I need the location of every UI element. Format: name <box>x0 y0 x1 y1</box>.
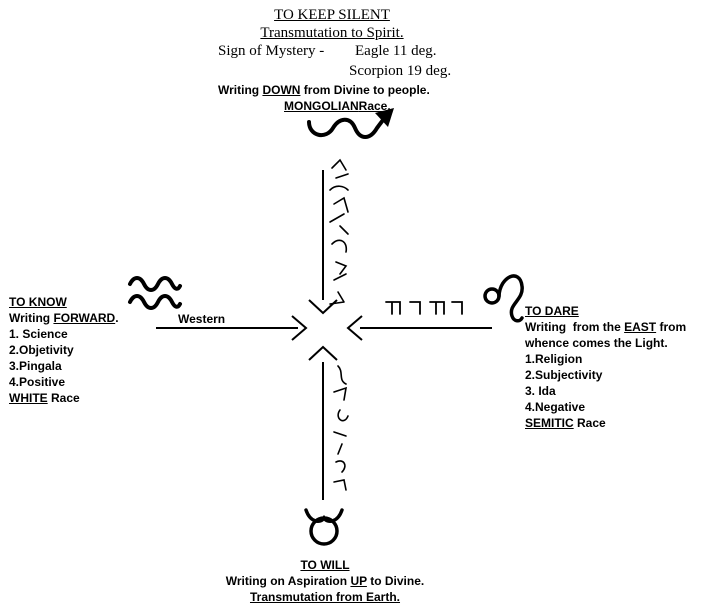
east-title: TO DARE <box>525 304 579 318</box>
north-race-post: Race. <box>358 99 391 113</box>
east-item-4: 4.Negative <box>525 400 586 414</box>
east-writing-post: from <box>656 320 687 334</box>
scorpio-serpent-icon <box>307 108 394 139</box>
west-writing-pre: Writing <box>9 311 54 325</box>
north-writing-pre: Writing <box>218 83 263 97</box>
west-race-post: Race <box>47 391 80 405</box>
east-writing-line2: whence comes the Light. <box>525 336 668 350</box>
leo-icon <box>483 274 524 323</box>
north-sign-label: Sign of Mystery - <box>218 43 325 59</box>
west-item-1: 1. Science <box>9 327 68 341</box>
arrow-down-from-north <box>308 170 338 315</box>
west-writing: Writing FORWARD. <box>9 310 119 326</box>
arrow-from-west <box>156 315 308 341</box>
ancient-script-north <box>329 158 349 305</box>
arrow-up-from-south <box>308 345 338 500</box>
east-block: TO DARE Writing from the EAST from whenc… <box>525 303 686 431</box>
west-item-2: 2.Objetivity <box>9 343 74 357</box>
east-race-post: Race <box>573 416 606 430</box>
south-writing: Writing on Aspiration UP to Divine. <box>200 573 450 589</box>
west-title: TO KNOW <box>9 295 67 309</box>
west-item-3: 3.Pingala <box>9 359 62 373</box>
north-writing: Writing DOWN from Divine to people. <box>218 83 430 97</box>
north-block: TO KEEP SILENT Transmutation to Spirit. <box>220 6 444 42</box>
west-arrow-label: Western <box>178 312 226 326</box>
south-writing-post: to Divine. <box>366 574 425 588</box>
west-block: TO KNOW Writing FORWARD. 1. Science 2.Ob… <box>9 294 119 406</box>
north-race: MONGOLIANRace. <box>284 99 391 113</box>
north-sign-value-2: Scorpion 19 deg. <box>349 63 452 79</box>
south-block: TO WILL Writing on Aspiration UP to Divi… <box>200 557 450 605</box>
north-writing-em: DOWN <box>262 83 301 97</box>
south-subtitle: Transmutation from Earth. <box>249 590 401 604</box>
east-item-2: 2.Subjectivity <box>525 368 603 382</box>
taurus-icon <box>304 508 344 546</box>
south-writing-pre: Writing on Aspiration <box>225 574 351 588</box>
east-writing-em: EAST <box>624 320 657 334</box>
north-title: TO KEEP SILENT <box>274 7 390 23</box>
west-writing-em: FORWARD <box>53 311 116 325</box>
ancient-script-south <box>333 365 349 491</box>
north-sign-value-1: Eagle 11 deg. <box>355 43 437 59</box>
aquarius-icon <box>128 276 182 310</box>
arrow-from-east <box>346 315 492 341</box>
north-subtitle: Transmutation to Spirit. <box>260 25 404 41</box>
east-writing: Writing from the EAST from <box>525 319 686 335</box>
south-writing-em: UP <box>350 574 367 588</box>
west-race-em: WHITE <box>9 391 48 405</box>
north-race-em: MONGOLIAN <box>284 99 359 113</box>
east-item-1: 1.Religion <box>525 352 583 366</box>
east-race: SEMITIC Race <box>525 415 686 431</box>
west-item-4: 4.Positive <box>9 375 66 389</box>
west-race: WHITE Race <box>9 390 119 406</box>
east-item-3: 3. Ida <box>525 384 556 398</box>
south-title: TO WILL <box>300 558 350 572</box>
north-writing-post: from Divine to people. <box>300 83 430 97</box>
ancient-script-east <box>385 301 463 315</box>
east-writing-pre: Writing from the <box>525 320 625 334</box>
west-writing-post: . <box>115 311 119 325</box>
east-race-em: SEMITIC <box>525 416 574 430</box>
